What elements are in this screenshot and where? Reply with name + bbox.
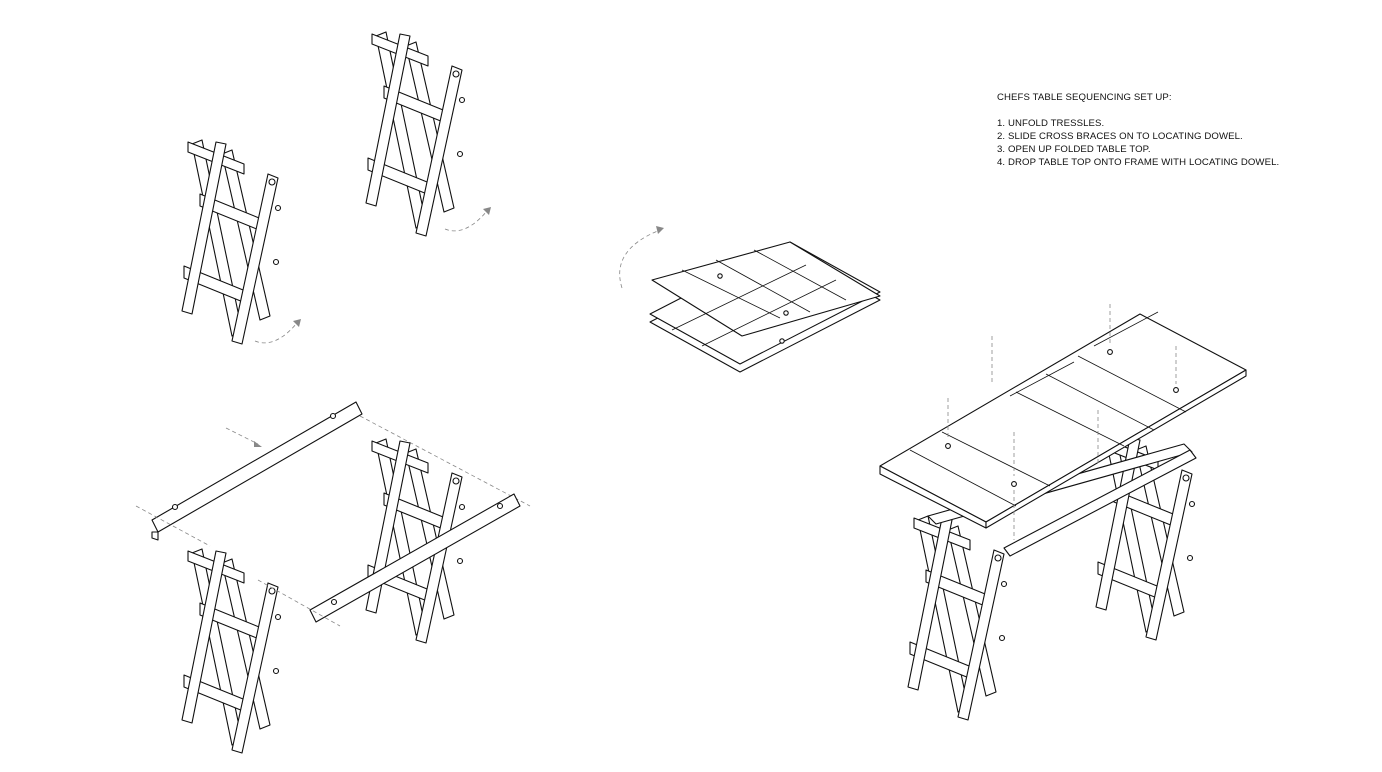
setup-notes: CHEFS TABLE SEQUENCING SET UP: 1. UNFOLD…	[997, 91, 1337, 169]
trestle-unfold-right	[365, 31, 492, 237]
step-1: 1. UNFOLD TRESSLES.	[997, 118, 1105, 129]
step-3: 3. OPEN UP FOLDED TABLE TOP.	[997, 144, 1151, 155]
folded-table-top	[619, 226, 881, 373]
step-2: 2. SLIDE CROSS BRACES ON TO LOCATING DOW…	[997, 131, 1243, 142]
notes-title: CHEFS TABLE SEQUENCING SET UP:	[997, 92, 1172, 103]
cross-brace-assembly	[135, 401, 531, 754]
trestle-unfold-left	[181, 139, 302, 345]
assembled-table	[879, 304, 1247, 721]
step-4: 4. DROP TABLE TOP ONTO FRAME WITH LOCATI…	[997, 157, 1280, 168]
steps-list: 1. UNFOLD TRESSLES. 2. SLIDE CROSS BRACE…	[997, 117, 1337, 169]
